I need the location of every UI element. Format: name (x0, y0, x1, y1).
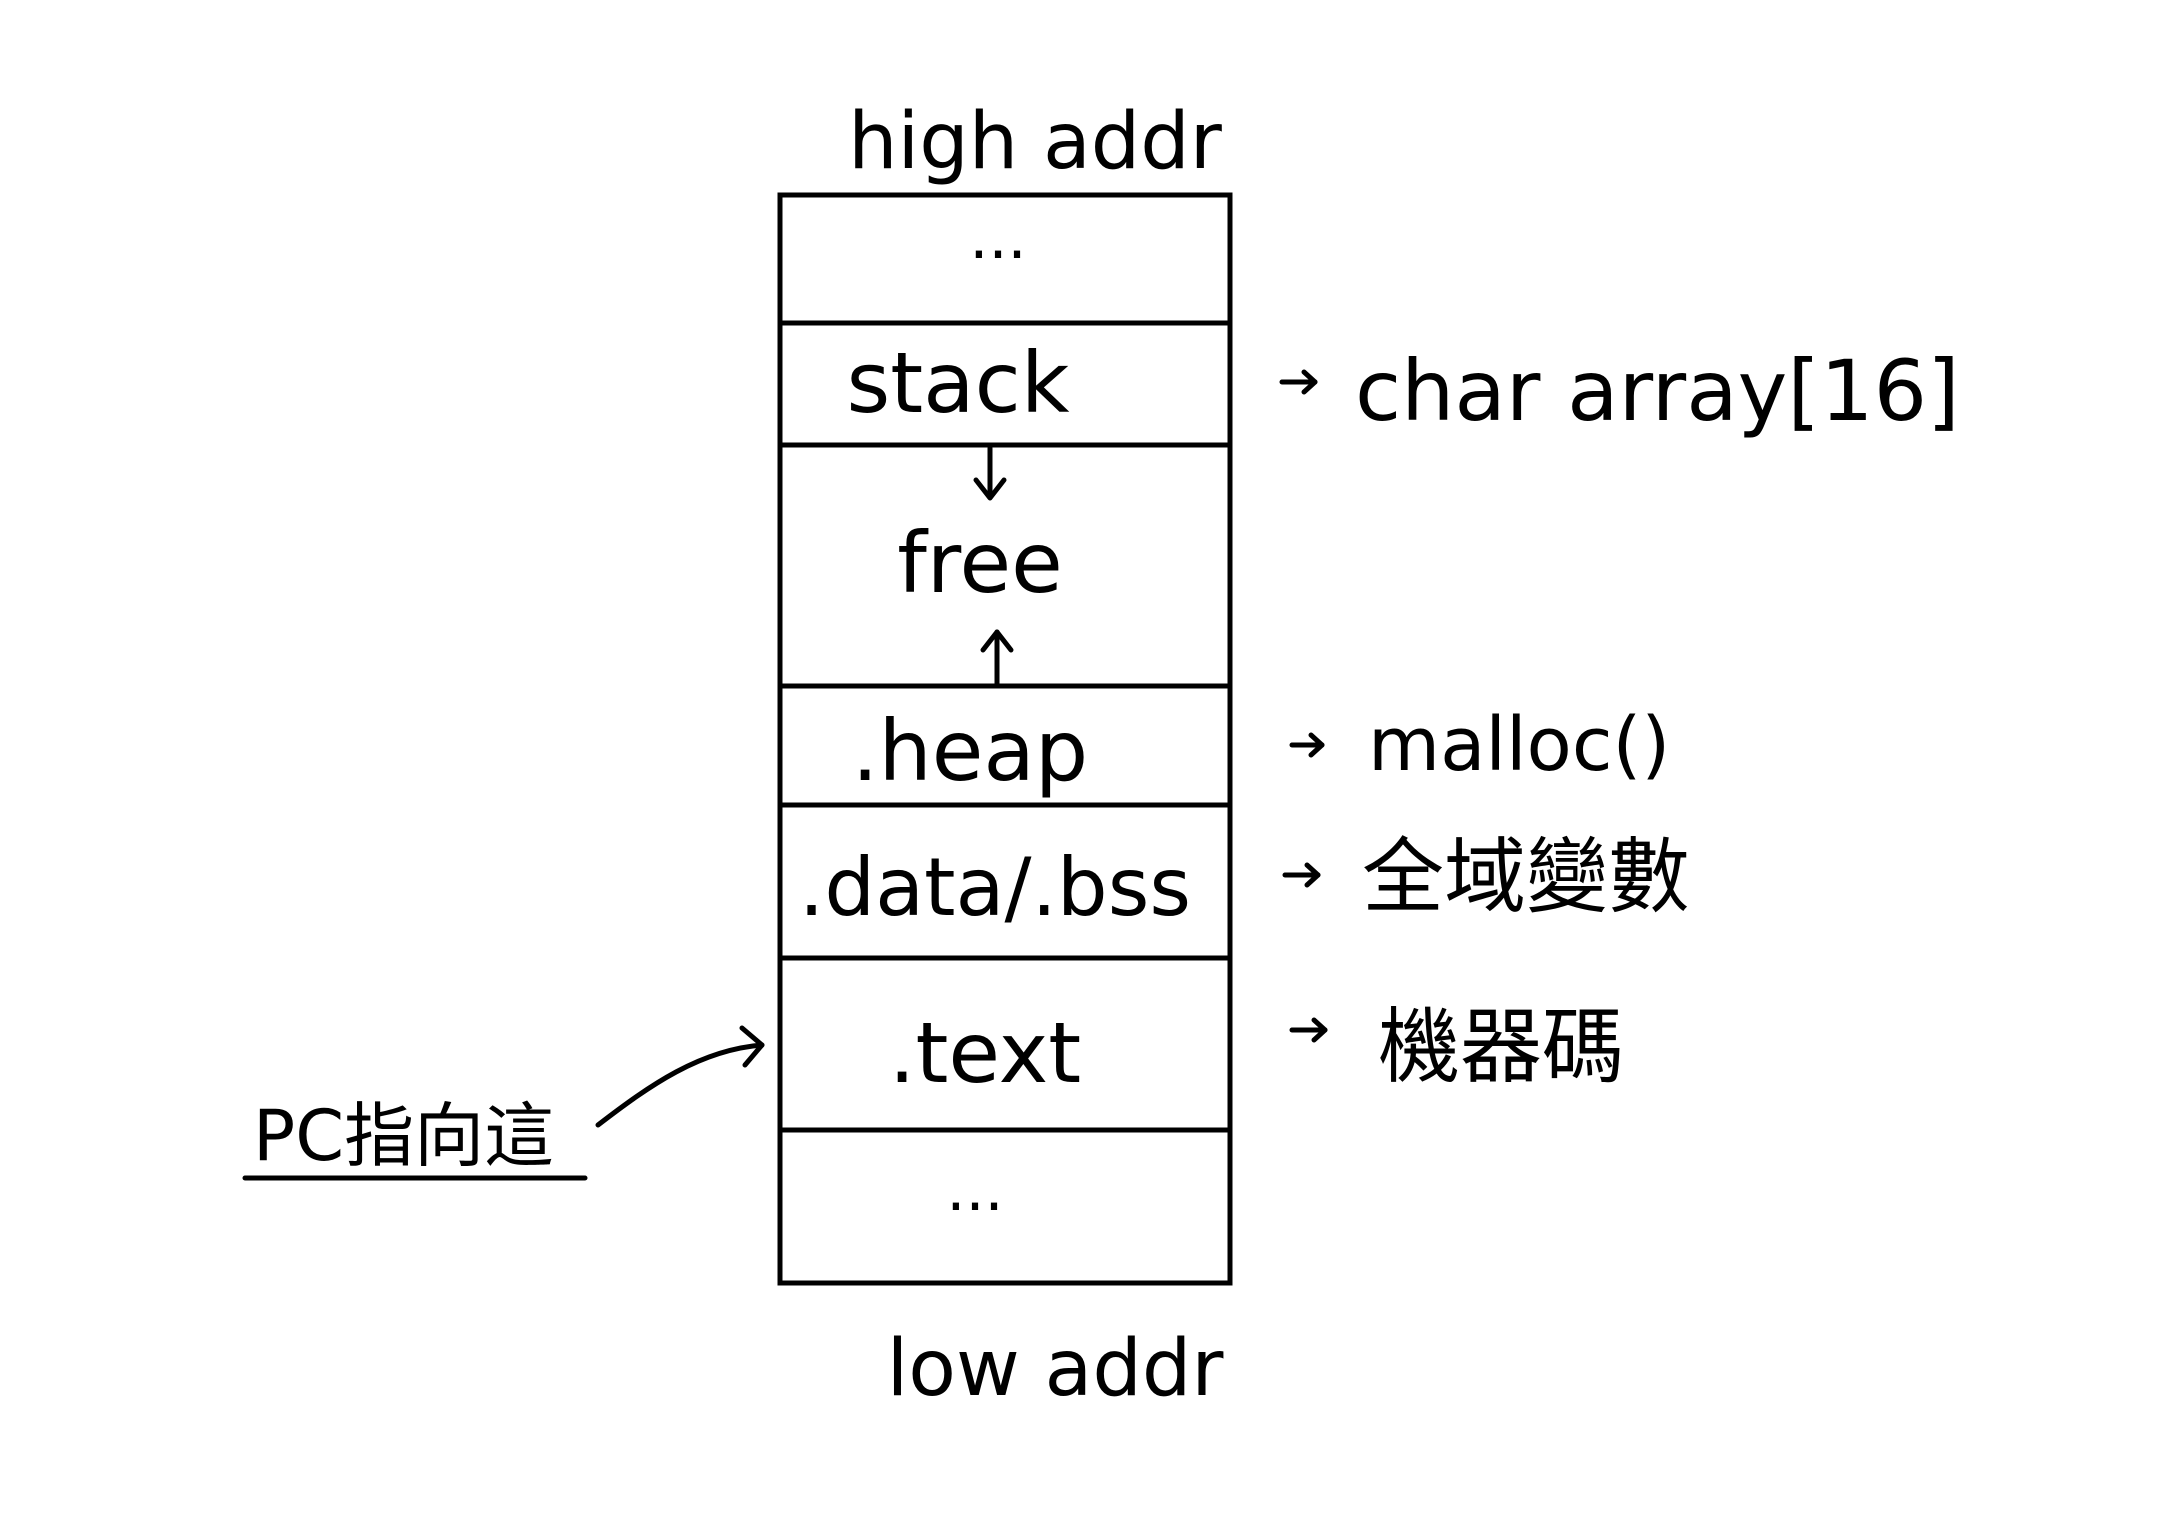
pc-pointer-label: PC指向這 (253, 1095, 554, 1177)
low-addr-label: low addr (887, 1324, 1225, 1414)
high-addr-label: high addr (848, 97, 1223, 187)
stack-annotation-text: char array[16] (1355, 342, 1960, 440)
segment-text: .text (889, 1004, 1082, 1102)
segment-free: free (897, 514, 1063, 612)
text-annotation-arrow (1289, 1017, 1328, 1043)
heap-annotation-text: malloc() (1368, 702, 1670, 788)
stack-annotation-arrow (1279, 369, 1318, 395)
heap-growth-arrow (980, 629, 1014, 689)
annotation-arrows (1279, 369, 1328, 1043)
heap-annotation-arrow (1289, 732, 1325, 758)
segment-stack: stack (846, 334, 1069, 432)
data-annotation-text: 全域變數 (1362, 830, 1690, 925)
memory-column-border (777, 192, 1233, 1286)
segment-top-ellipsis: ... (969, 203, 1026, 273)
segment-bottom-ellipsis: ... (946, 1155, 1003, 1225)
stack-growth-arrow (973, 445, 1007, 501)
data-annotation-arrow (1282, 862, 1321, 888)
pc-pointer-arrow (595, 1025, 765, 1128)
segment-heap: .heap (852, 702, 1088, 800)
text-annotation-text: 機器碼 (1378, 1000, 1624, 1095)
memory-column (777, 192, 1233, 1286)
segment-data-bss: .data/.bss (799, 841, 1191, 934)
